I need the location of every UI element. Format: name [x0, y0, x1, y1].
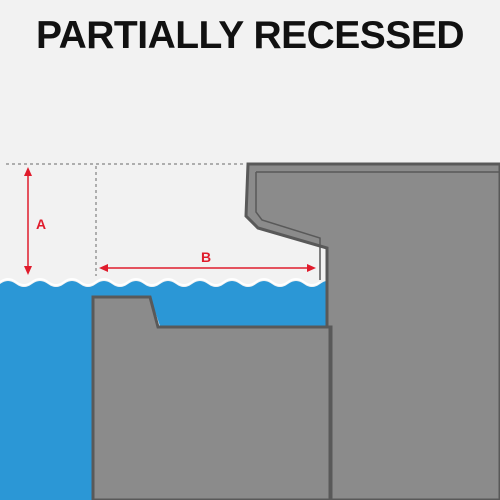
pool-wall: [91, 295, 332, 500]
dimension-b-arrow-right: [307, 264, 316, 272]
water-body: [0, 281, 330, 500]
page-title: PARTIALLY RECESSED: [35, 14, 465, 57]
deck-coping-inner: [255, 171, 500, 280]
dimension-a-arrow-bottom: [24, 266, 32, 275]
dimension-a-label: A: [36, 216, 46, 232]
dimension-b-arrow-left: [99, 264, 108, 272]
deck-coping: [244, 162, 500, 500]
dimension-b-label: B: [201, 249, 211, 265]
dimension-a-arrow-top: [24, 167, 32, 176]
water-surface-line: [0, 278, 321, 286]
